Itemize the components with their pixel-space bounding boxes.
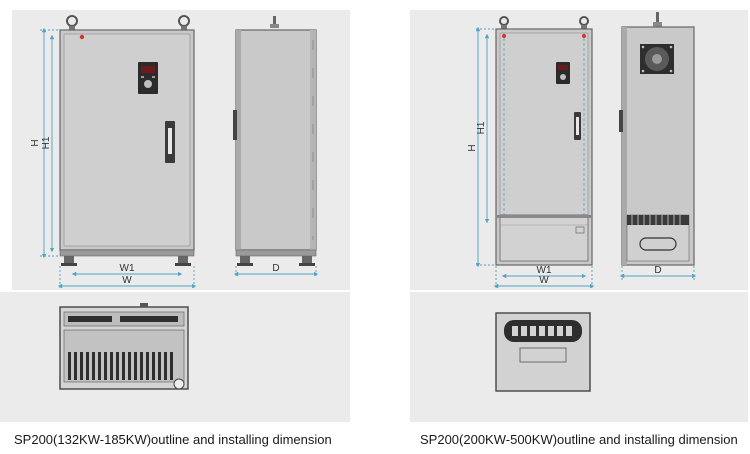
vent-grille-icon — [626, 214, 690, 262]
foot-icon — [299, 256, 315, 266]
right-front-view: H H1 W1 W — [467, 16, 595, 290]
dim-label-d: D — [654, 265, 661, 276]
lifting-eye-icon — [579, 16, 589, 26]
dim-label-d: D — [272, 263, 279, 274]
keypad-icon — [138, 62, 158, 94]
foot-icon — [237, 256, 253, 266]
terminal-block-icon — [68, 352, 173, 380]
fan-icon — [640, 44, 674, 74]
door-handle-icon — [574, 112, 581, 140]
right-bottom-view — [495, 312, 591, 392]
foot-icon — [61, 256, 77, 266]
dim-label-w1: W1 — [120, 263, 135, 274]
dim-label-h1: H1 — [476, 121, 487, 134]
hinge-marker — [79, 34, 85, 40]
dim-label-w1: W1 — [537, 265, 552, 276]
foot-icon — [175, 256, 191, 266]
right-figure-caption: SP200(200KW-500KW)outline and installing… — [420, 432, 738, 447]
right-side-view: D — [619, 12, 697, 280]
lifting-eye-icon — [178, 15, 190, 27]
hinge-marker — [582, 34, 586, 38]
dim-label-h: H — [30, 139, 41, 146]
dim-label-w: W — [539, 275, 549, 286]
keypad-icon — [556, 62, 570, 84]
left-figure-caption: SP200(132KW-185KW)outline and installing… — [14, 432, 332, 447]
hinge-marker — [502, 34, 506, 38]
left-bottom-view — [59, 303, 189, 390]
lifting-eye-icon — [499, 16, 509, 26]
dim-label-w: W — [122, 275, 132, 286]
dim-label-h: H — [467, 144, 478, 151]
cabinet-side — [235, 29, 317, 251]
dim-label-h1: H1 — [41, 136, 52, 149]
left-side-view: D — [233, 16, 319, 278]
left-front-view: H H1 W1 W — [30, 15, 197, 290]
door-handle-icon — [165, 121, 175, 163]
lifting-eye-icon — [66, 15, 78, 27]
